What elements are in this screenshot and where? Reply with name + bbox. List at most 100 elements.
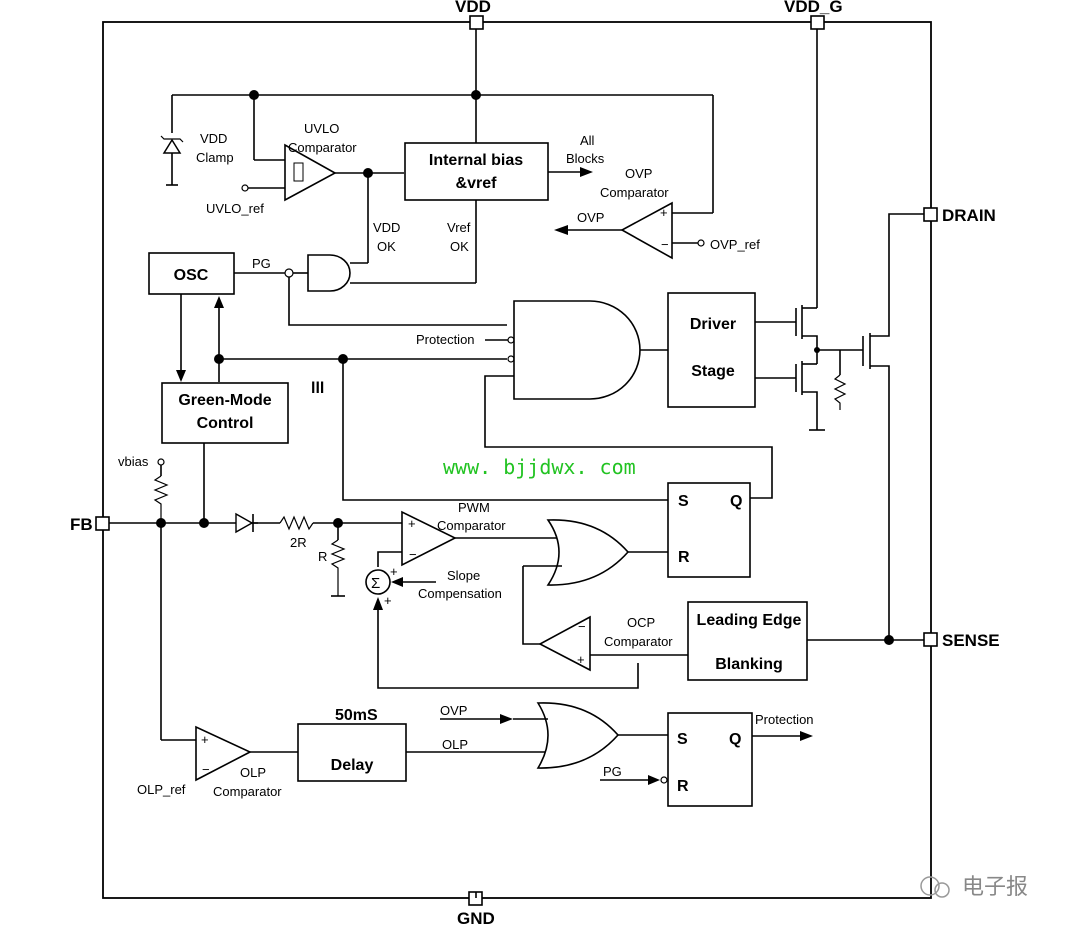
svg-text:R: R [318, 549, 327, 564]
svg-text:S: S [677, 731, 688, 748]
svg-text:SENSE: SENSE [942, 631, 1000, 650]
svg-text:PWM: PWM [458, 500, 490, 515]
svg-text:VDD_G: VDD_G [784, 0, 843, 16]
svg-text:OVP: OVP [625, 166, 652, 181]
ocp-comparator: − + OCP Comparator [538, 615, 688, 672]
svg-text:Comparator: Comparator [213, 784, 282, 799]
pin-drain: DRAIN [923, 206, 996, 225]
svg-text:&vref: &vref [456, 175, 498, 192]
power-mosfet-icon [755, 29, 924, 640]
svg-text:OLP: OLP [442, 737, 468, 752]
slope-summing-junction: Σ + + Slope Compensation [365, 564, 639, 689]
svg-text:VDD: VDD [373, 220, 400, 235]
svg-text:OK: OK [377, 239, 396, 254]
vdd-clamp-label: VDD Clamp [196, 131, 234, 165]
driver-stage-block: Driver Stage [667, 292, 756, 408]
svg-text:50mS: 50mS [335, 707, 378, 724]
power-good-and-gate: PG Protection [234, 254, 515, 347]
svg-text:Internal bias: Internal bias [429, 152, 523, 169]
delay-block: 50mS Delay OLP [297, 707, 556, 782]
svg-text:OLP: OLP [240, 765, 266, 780]
svg-text:−: − [409, 547, 417, 562]
svg-text:UVLO: UVLO [304, 121, 339, 136]
svg-text:GND: GND [457, 909, 495, 928]
svg-text:−: − [578, 619, 586, 634]
svg-text:VDD: VDD [455, 0, 491, 16]
ok-signals: VDD OK Vref OK [350, 173, 477, 284]
svg-text:+: + [384, 593, 392, 608]
svg-text:2R: 2R [290, 535, 307, 550]
svg-text:Comparator: Comparator [437, 518, 506, 533]
svg-text:OVP: OVP [440, 703, 467, 718]
svg-text:DRAIN: DRAIN [942, 206, 996, 225]
pwm-sr-latch: S R Q [342, 359, 751, 578]
svg-text:Blanking: Blanking [715, 656, 783, 673]
svg-text:OSC: OSC [174, 267, 209, 284]
svg-text:Comparator: Comparator [604, 634, 673, 649]
svg-text:Delay: Delay [331, 757, 374, 774]
svg-text:−: − [661, 237, 669, 252]
svg-text:OVP: OVP [577, 210, 604, 225]
svg-text:Protection: Protection [416, 332, 475, 347]
svg-text:lll: lll [311, 380, 324, 397]
svg-text:Protection: Protection [755, 712, 814, 727]
watermark-brand: 电子报 [920, 874, 1028, 899]
svg-text:All: All [580, 133, 595, 148]
svg-text:Leading Edge: Leading Edge [697, 612, 802, 629]
pwm-comparator: + − PWM Comparator [377, 500, 560, 567]
svg-text:+: + [577, 652, 585, 667]
protection-sr-latch: S R Q PG Protection [600, 712, 814, 807]
svg-text:OK: OK [450, 239, 469, 254]
svg-text:+: + [201, 732, 209, 747]
svg-text:+: + [660, 205, 668, 220]
svg-text:Comparator: Comparator [288, 140, 357, 155]
svg-text:R: R [677, 778, 689, 795]
svg-text:FB: FB [70, 515, 93, 534]
leading-edge-blanking-block: Leading Edge Blanking [687, 601, 924, 681]
protection-or-gate: OVP [440, 702, 668, 769]
svg-text:Slope: Slope [447, 568, 480, 583]
ovp-comparator: + − OVP Comparator OVP OVP_ref [554, 166, 760, 260]
svg-text:Clamp: Clamp [196, 150, 234, 165]
osc-block: OSC lll [148, 252, 515, 397]
svg-text:vbias: vbias [118, 454, 149, 469]
svg-text:Σ: Σ [371, 575, 380, 592]
svg-text:VDD: VDD [200, 131, 227, 146]
svg-text:PG: PG [252, 256, 271, 271]
ic-outline [102, 21, 932, 899]
svg-text:OLP_ref: OLP_ref [137, 782, 186, 797]
pin-vdd-g: VDD_G [784, 0, 843, 30]
olp-comparator: + − OLP_ref OLP Comparator [137, 725, 298, 799]
svg-text:Control: Control [197, 415, 254, 432]
watermark-url: www. bjjdwx. com [443, 455, 636, 479]
svg-text:UVLO_ref: UVLO_ref [206, 201, 264, 216]
green-mode-control-block: Green-Mode Control [161, 382, 289, 523]
svg-text:PG: PG [603, 764, 622, 779]
svg-text:+: + [408, 516, 416, 531]
svg-text:Q: Q [729, 731, 741, 748]
svg-text:S: S [678, 493, 689, 510]
main-and-gate [484, 300, 773, 499]
internal-bias-vref-block: Internal bias &vref All Blocks [404, 133, 605, 201]
svg-text:Driver: Driver [690, 316, 736, 333]
uvlo-comparator: UVLO Comparator UVLO_ref [206, 121, 404, 216]
svg-text:Comparator: Comparator [600, 185, 669, 200]
svg-text:Vref: Vref [447, 220, 471, 235]
svg-text:Green-Mode: Green-Mode [178, 392, 271, 409]
svg-text:Compensation: Compensation [418, 586, 502, 601]
svg-text:电子报: 电子报 [962, 874, 1028, 899]
pwm-or-gate [522, 519, 668, 645]
svg-text:−: − [202, 762, 210, 777]
vdd-rail-wires [166, 29, 714, 214]
fb-input-network: vbias 2R R [109, 454, 402, 741]
pin-vdd: VDD [455, 0, 491, 30]
svg-text:OVP_ref: OVP_ref [710, 237, 760, 252]
svg-text:R: R [678, 549, 690, 566]
svg-text:+: + [390, 564, 398, 579]
svg-text:OCP: OCP [627, 615, 655, 630]
svg-text:Stage: Stage [691, 363, 735, 380]
pin-fb: FB [70, 515, 110, 534]
pin-sense: SENSE [923, 631, 1000, 650]
svg-text:Blocks: Blocks [566, 151, 605, 166]
